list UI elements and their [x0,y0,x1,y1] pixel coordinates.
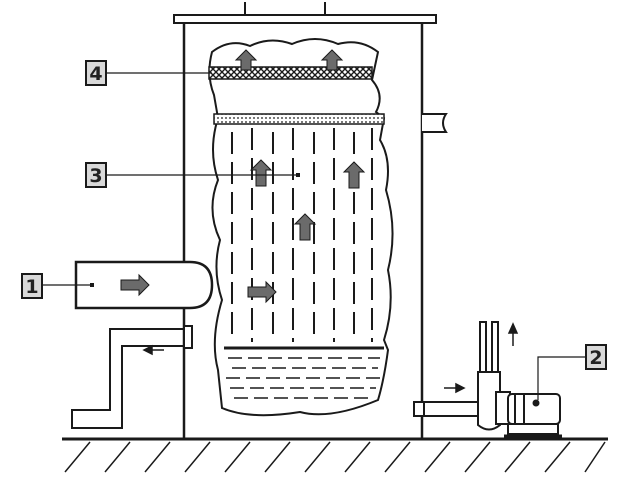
callout-4-label: 4 [89,63,102,85]
circulation-pump [495,391,562,438]
flow-arrow-up-2 [293,213,317,241]
distributor-plate [213,113,385,125]
liquid-sump [224,346,384,399]
callout-3: 3 [85,162,300,188]
flow-arrow-up-3 [342,161,366,189]
flow-arrow-inlet [120,273,150,297]
callout-1-label: 1 [25,276,38,298]
flow-arrow-up-4 [234,49,258,71]
scrubber-tower [173,2,437,439]
flow-arrow-packing-right [247,280,277,304]
recirculation-line [413,321,501,431]
flow-arrows-small [142,322,519,394]
callout-2: 2 [537,344,607,400]
flow-arrow-up-1 [249,159,273,187]
callout-4: 4 [85,60,212,86]
callout-1: 1 [21,273,94,299]
flow-arrow-up-5 [320,49,344,71]
drain-pipe [71,325,193,429]
ground [62,437,608,473]
callout-3-label: 3 [89,165,102,187]
callout-2-label: 2 [589,347,602,369]
mist-eliminator-mesh [208,66,373,80]
gas-flow-arrows [120,49,366,304]
side-nozzle [422,113,448,133]
